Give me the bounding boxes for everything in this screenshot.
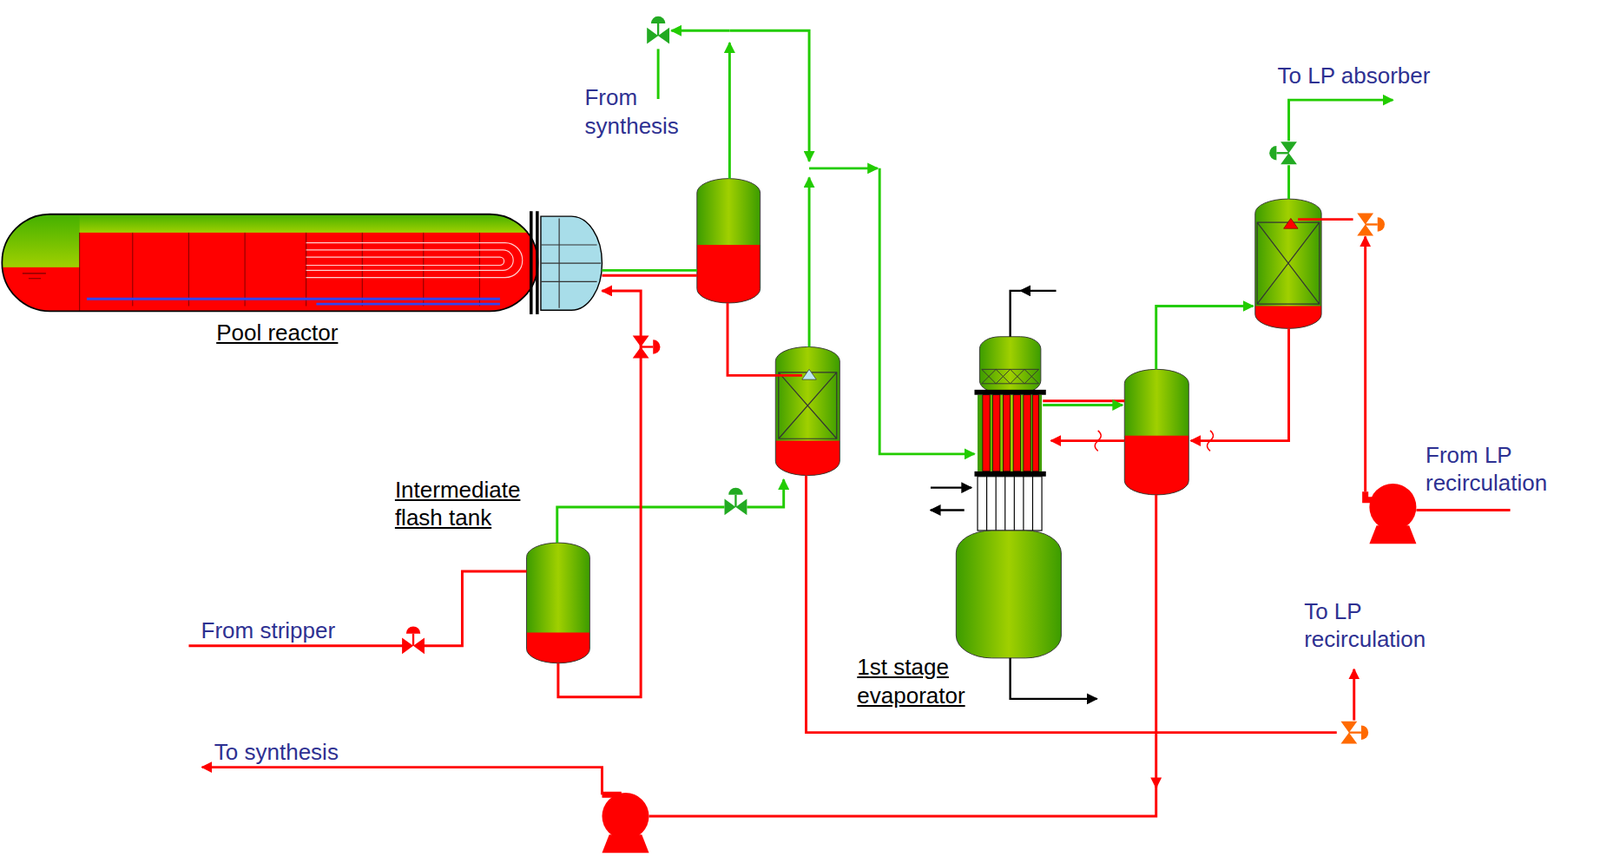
stream-label: From LP recirculation (1425, 441, 1579, 498)
stream-label: To LP recirculation (1303, 597, 1457, 654)
node-label: 1st stage evaporator (856, 652, 990, 710)
pool-reactor: Pool reactor (1, 214, 602, 312)
node-label: Intermediate flash tank (395, 475, 548, 533)
flash-tank: Intermediate flash tank (526, 542, 590, 664)
process-line (558, 290, 641, 698)
evaporator: 1st stage evaporator (955, 336, 1061, 659)
stream-label: From synthesis (584, 83, 712, 140)
stream-label: From stripper (201, 616, 336, 646)
stream-label: To synthesis (214, 737, 339, 767)
stream-label: To LP absorber (1277, 61, 1431, 91)
node-label: Pool reactor (216, 318, 338, 348)
